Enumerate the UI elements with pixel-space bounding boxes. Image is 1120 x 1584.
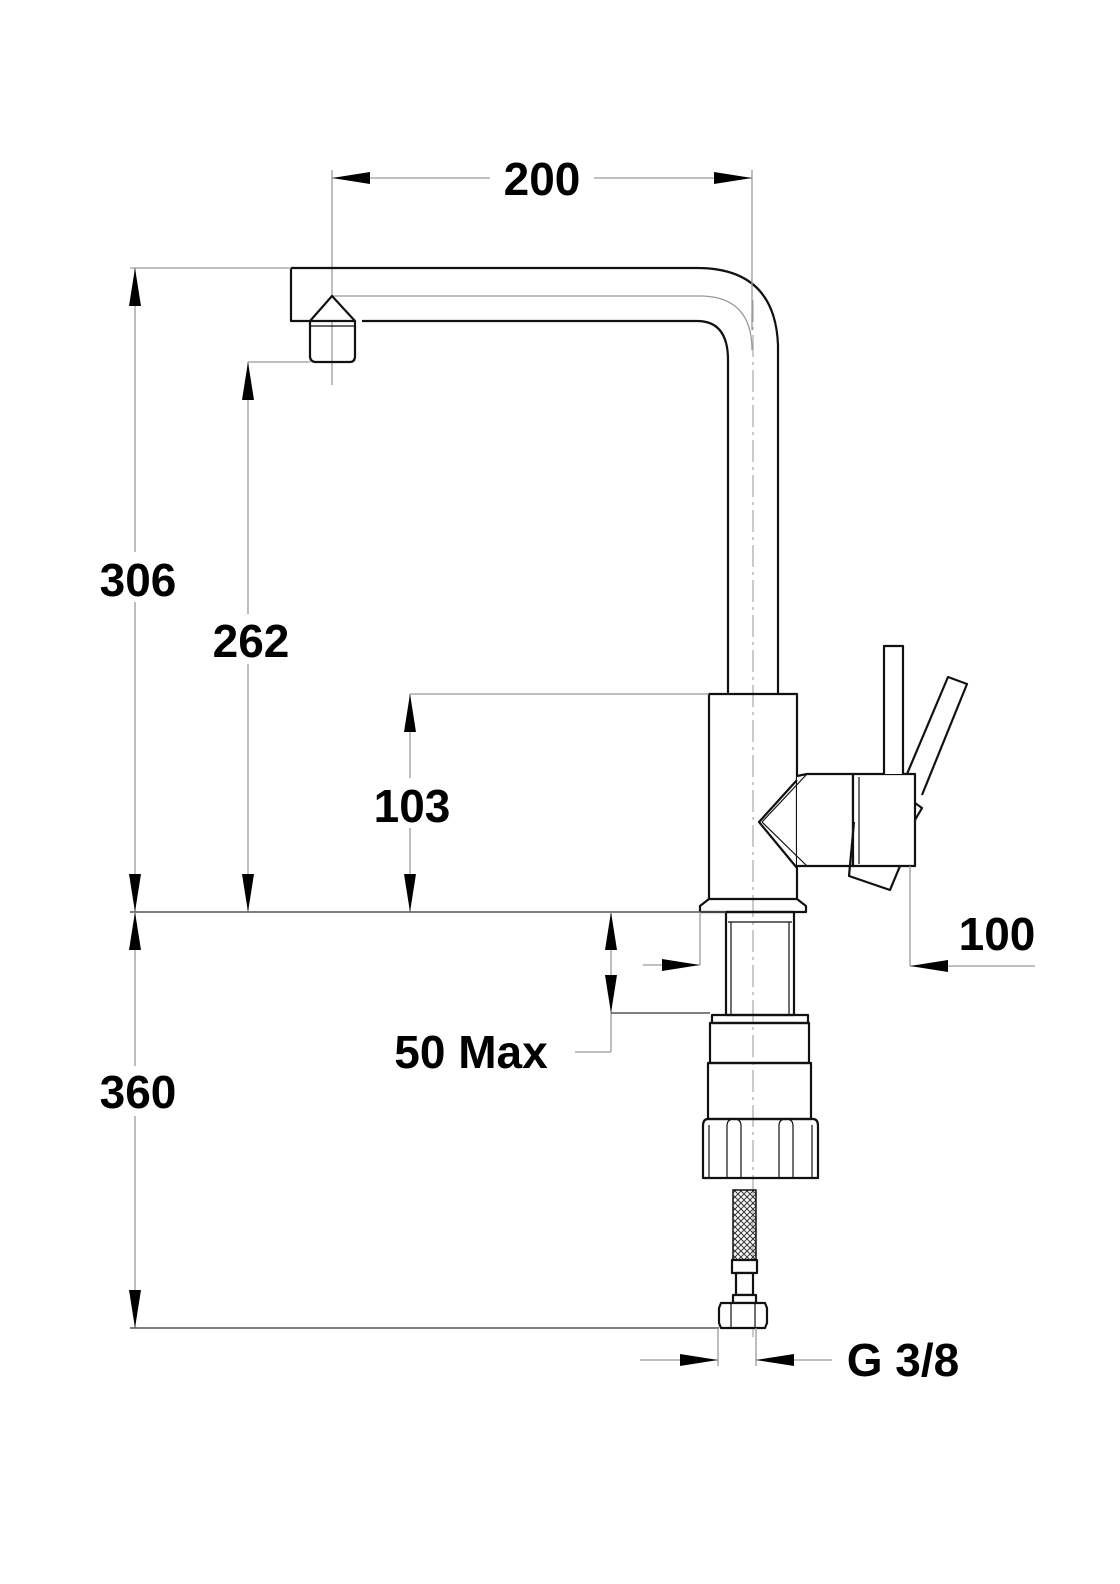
dimension-counter-thickness: [575, 912, 710, 1053]
handle: [757, 644, 969, 892]
center-lines: [331, 170, 754, 1340]
aerator: [308, 294, 357, 364]
label-total-height: 306: [100, 554, 177, 606]
dimension-connection-thread: [640, 1328, 832, 1366]
shank: [724, 910, 796, 1017]
label-counter-thickness: 50 Max: [394, 1026, 548, 1078]
label-body-height: 103: [374, 780, 451, 832]
dimension-below-counter: [88, 912, 719, 1329]
label-spout-reach: 200: [504, 153, 581, 205]
label-handle-projection: 100: [959, 908, 1036, 960]
label-outlet-height: 262: [213, 615, 290, 667]
dimension-outlet-height: [200, 361, 310, 912]
dimension-spout-reach: [332, 150, 753, 330]
fixing-nut: [701, 1013, 820, 1180]
spout: [289, 266, 780, 694]
dimension-body-height: [360, 693, 709, 912]
dimension-total-height: [88, 267, 291, 912]
dimension-handle-projection: [909, 866, 1035, 972]
label-connection-thread: G 3/8: [847, 1334, 960, 1386]
flexible-hose: [717, 1189, 769, 1330]
label-below-counter: 360: [100, 1066, 177, 1118]
